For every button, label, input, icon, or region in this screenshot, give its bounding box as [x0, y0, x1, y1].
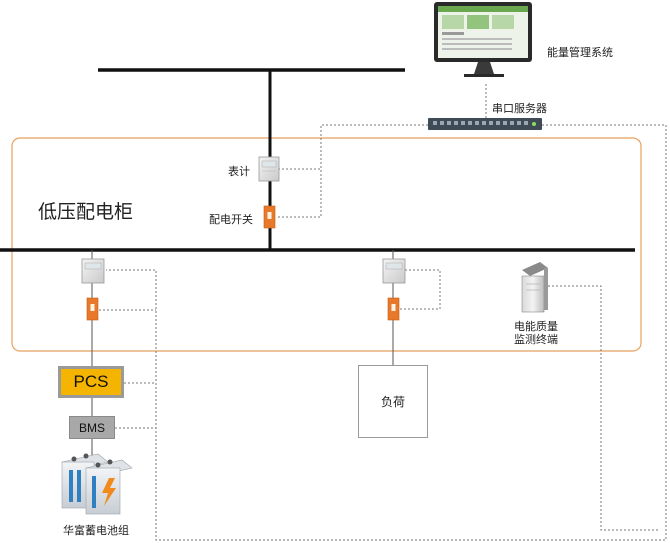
comm-link-load-meter — [399, 269, 441, 310]
serial-server-label: 串口服务器 — [492, 102, 547, 115]
bms-box: BMS — [69, 416, 115, 439]
breaker-icon — [263, 205, 276, 229]
meter-label: 表计 — [228, 165, 250, 178]
serial-server-icon — [428, 118, 542, 130]
monitoring-terminal-icon — [521, 262, 548, 313]
meter-icon — [382, 258, 406, 284]
meter-icon — [81, 258, 105, 284]
breaker-icon — [86, 297, 99, 321]
pcs-label: PCS — [73, 372, 109, 391]
cabinet-outline — [11, 137, 642, 352]
power-quality-label-line2: 监测终端 — [514, 333, 558, 346]
comm-link-switch-serial — [278, 124, 428, 218]
comm-links — [99, 84, 667, 541]
comm-link-main-loop — [106, 124, 667, 541]
monitor-icon — [434, 2, 532, 77]
bms-label: BMS — [78, 420, 105, 435]
power-quality-label-line1: 电能质量 — [514, 320, 558, 333]
battery-pack-icon — [61, 453, 133, 515]
pcs-box: PCS — [58, 366, 124, 398]
breaker-icon — [387, 297, 400, 321]
comm-link-terminal — [548, 285, 660, 531]
ems-label: 能量管理系统 — [547, 46, 613, 59]
battery-label: 华富蓄电池组 — [63, 524, 129, 537]
switch-label: 配电开关 — [209, 213, 253, 226]
load-box: 负荷 — [358, 365, 428, 438]
cabinet-title: 低压配电柜 — [38, 201, 134, 223]
load-label: 负荷 — [380, 395, 405, 409]
meter-icon — [258, 156, 280, 182]
